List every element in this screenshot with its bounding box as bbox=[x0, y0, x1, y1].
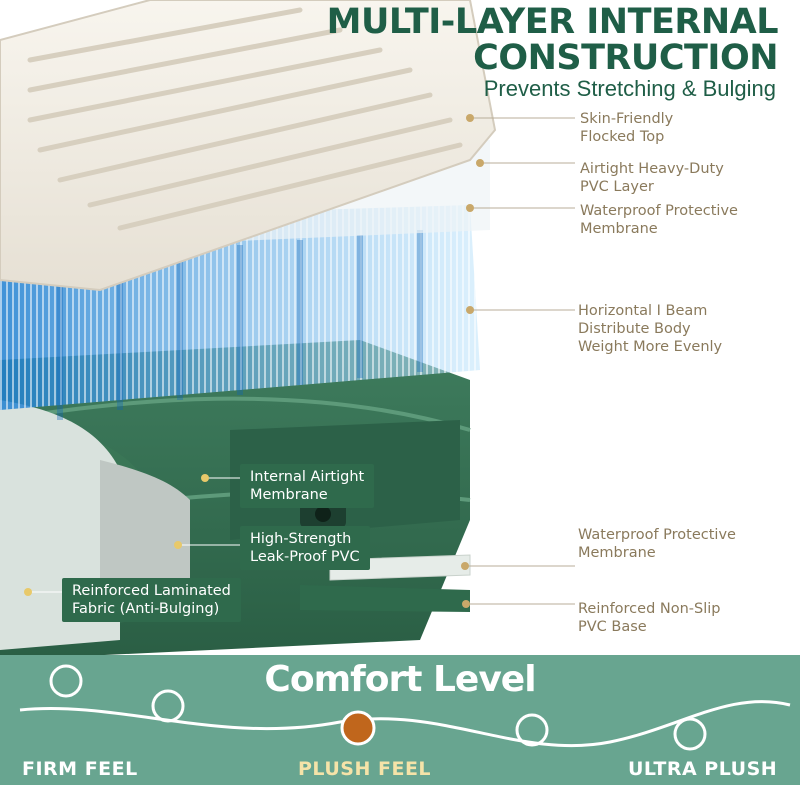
comfort-level-firm: FIRM FEEL bbox=[22, 758, 138, 780]
label-leak-proof-pvc: High-Strength Leak-Proof PVC bbox=[240, 526, 370, 570]
label-waterproof-membrane-top: Waterproof Protective Membrane bbox=[580, 203, 738, 237]
comfort-title: Comfort Level bbox=[264, 659, 536, 700]
page-subtitle: Prevents Stretching & Bulging bbox=[483, 76, 776, 101]
leader-dots-right bbox=[461, 114, 484, 608]
leader-lines-right bbox=[465, 117, 575, 605]
leader-dots-inner bbox=[24, 474, 209, 596]
page-title-line2: CONSTRUCTION bbox=[473, 38, 778, 78]
page-title-line1: MULTI-LAYER INTERNAL bbox=[326, 2, 779, 42]
leader-lines-inner bbox=[28, 477, 240, 593]
label-internal-membrane: Internal Airtight Membrane bbox=[240, 464, 375, 508]
comfort-band bbox=[0, 655, 800, 785]
comfort-markers bbox=[49, 664, 707, 751]
ultra-circle-1 bbox=[515, 713, 549, 747]
label-non-slip-base: Reinforced Non-Slip PVC Base bbox=[578, 601, 721, 635]
ultra-circle-2 bbox=[673, 717, 707, 751]
label-laminated-fabric: Reinforced Laminated Fabric (Anti-Bulgin… bbox=[62, 578, 241, 622]
label-waterproof-membrane-bottom: Waterproof Protective Membrane bbox=[578, 527, 736, 561]
plush-dot bbox=[340, 710, 376, 746]
comfort-level-plush: PLUSH FEEL bbox=[298, 758, 432, 780]
comfort-level-ultra: ULTRA PLUSH bbox=[628, 758, 778, 780]
label-flocked-top: Skin-Friendly Flocked Top bbox=[580, 111, 674, 145]
flocked-top-layer bbox=[0, 0, 497, 292]
firm-circle-2 bbox=[151, 689, 185, 723]
label-pvc-layer: Airtight Heavy-Duty PVC Layer bbox=[580, 161, 724, 195]
label-i-beam: Horizontal I Beam Distribute Body Weight… bbox=[578, 303, 723, 355]
leak-proof-pvc bbox=[100, 460, 190, 600]
firm-circle-1 bbox=[49, 664, 83, 698]
non-slip-base bbox=[300, 585, 470, 612]
